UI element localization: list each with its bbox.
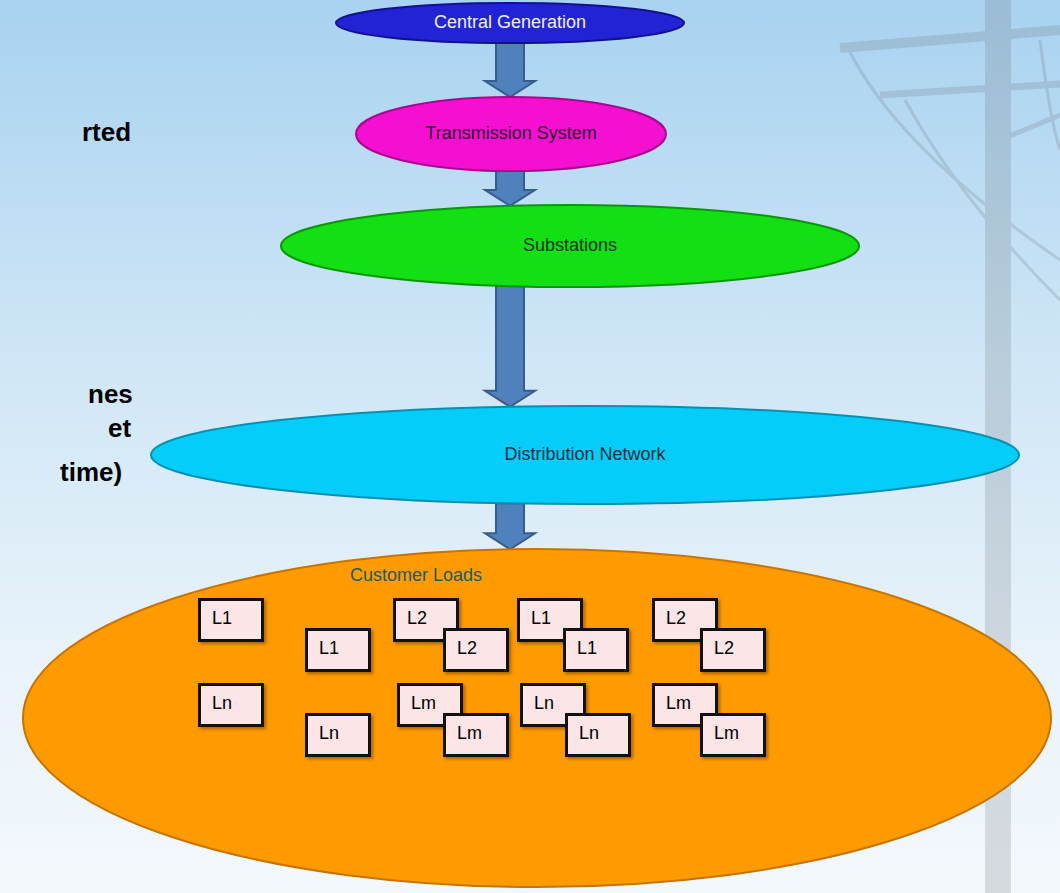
- load-label: L1: [212, 608, 232, 630]
- bullet-fragment: nes: [88, 380, 133, 410]
- cut-bullet-text: time): [60, 458, 122, 488]
- cut-bullet-text: rted: [82, 118, 131, 148]
- load-box: L1: [563, 628, 629, 672]
- load-box: L2: [443, 628, 509, 672]
- load-label: L2: [457, 638, 477, 660]
- load-label: L2: [666, 608, 686, 630]
- load-box: L1: [198, 598, 264, 642]
- ellipse-shape: [151, 406, 1019, 504]
- ellipse-shape: [23, 549, 1051, 887]
- bullet-fragment: time): [60, 458, 122, 488]
- load-label: L2: [714, 638, 734, 660]
- bullet-fragment: et: [108, 414, 131, 444]
- load-box: Ln: [198, 683, 264, 727]
- cut-bullet-text: et: [108, 414, 131, 444]
- stage-ellipse: Transmission System: [355, 96, 667, 172]
- block-arrow: [485, 171, 535, 206]
- stage-label: Transmission System: [425, 123, 596, 145]
- load-label: Lm: [714, 723, 739, 745]
- load-box: L1: [305, 628, 371, 672]
- load-label: Ln: [319, 723, 339, 745]
- stage-ellipse: Central Generation: [335, 2, 685, 44]
- load-label: Lm: [666, 693, 691, 715]
- block-arrow: [485, 43, 535, 97]
- stage-label: Central Generation: [434, 12, 586, 34]
- stage-ellipse: Customer LoadsL1L2L1L2L1L2L1L2LnLmLnLmLn…: [22, 548, 1052, 888]
- stage-ellipse: Distribution Network: [150, 405, 1020, 505]
- load-label: Ln: [212, 693, 232, 715]
- load-label: L1: [577, 638, 597, 660]
- block-arrow: [485, 286, 535, 407]
- load-box: L2: [700, 628, 766, 672]
- ellipse-shape: [356, 97, 666, 171]
- stage-ellipse: Substations: [280, 204, 860, 288]
- load-label: Ln: [534, 693, 554, 715]
- load-label: Lm: [411, 693, 436, 715]
- cut-bullet-text: nes: [88, 380, 133, 410]
- stage-label: Customer Loads: [350, 565, 482, 587]
- stage-label: Distribution Network: [504, 444, 665, 466]
- load-label: L1: [531, 608, 551, 630]
- load-label: Lm: [457, 723, 482, 745]
- ellipse-shape: [281, 205, 859, 287]
- load-box: Lm: [700, 713, 766, 757]
- block-arrow: [485, 503, 535, 549]
- load-label: L1: [319, 638, 339, 660]
- ellipse-shape: [336, 3, 684, 43]
- bullet-fragment: rted: [82, 118, 131, 148]
- stage-label: Substations: [523, 235, 617, 257]
- load-label: Ln: [579, 723, 599, 745]
- load-box: Ln: [305, 713, 371, 757]
- load-box: Lm: [443, 713, 509, 757]
- load-box: Ln: [565, 713, 631, 757]
- load-label: L2: [407, 608, 427, 630]
